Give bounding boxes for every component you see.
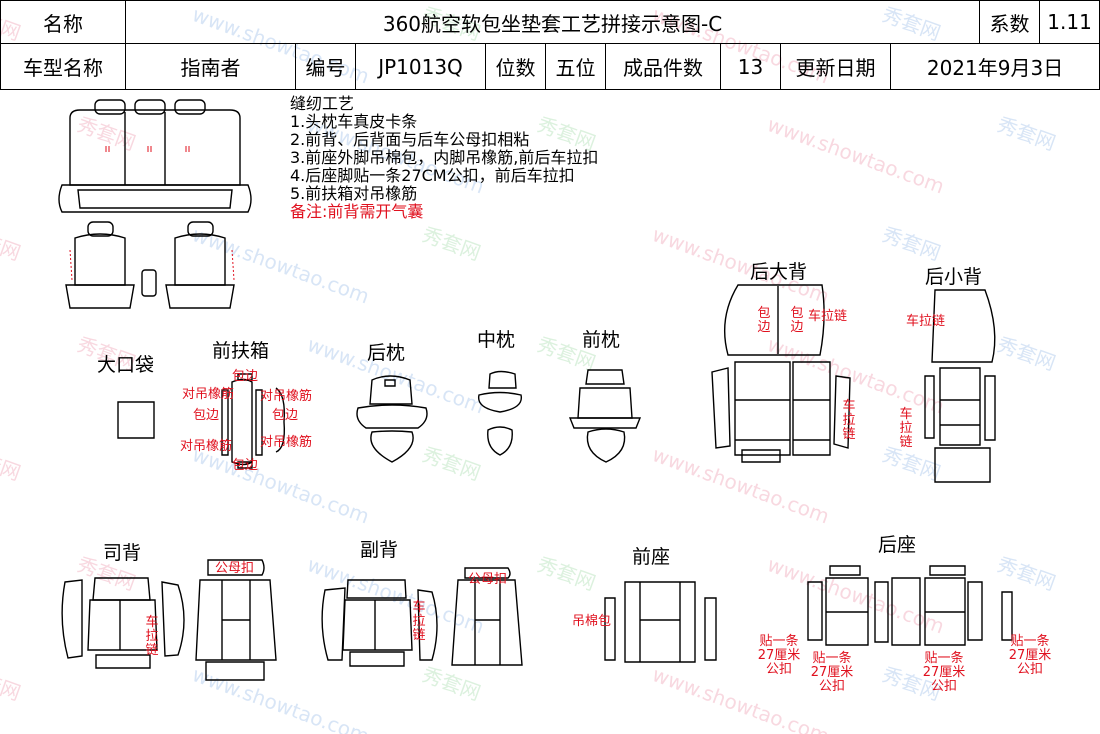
note-hang-elastic-4: 对吊橡筋: [260, 435, 313, 450]
date-label: 更新日期: [780, 43, 891, 90]
code-label: 编号: [295, 43, 356, 90]
note-edging-6: 包边: [790, 306, 804, 335]
note-zipper-2: 车拉链: [842, 399, 856, 442]
sewing-notes: 缝纫工艺 1.头枕车真皮卡条 2.前背、后背面与后车公母扣相粘 3.前座外脚吊棉…: [290, 95, 598, 221]
label-rear-small-back: 后小背: [925, 266, 983, 288]
seats-label: 位数: [485, 43, 546, 90]
front-headrest-pieces: [570, 370, 640, 462]
label-rear-big-back: 后大背: [750, 261, 808, 283]
note-cotton-bag: 吊棉包: [572, 614, 612, 629]
label-armrest: 前扶箱: [212, 340, 270, 362]
notes-item-2: 2.前背、后背面与后车公母扣相粘: [290, 130, 530, 149]
notes-remark: 备注:前背需开气囊: [290, 202, 424, 221]
note-hang-elastic-3: 对吊橡筋: [180, 439, 233, 454]
note-edging-5: 包边: [757, 306, 771, 335]
label-rear-seat: 后座: [878, 534, 917, 556]
note-edging-4: 包边: [232, 458, 259, 473]
note-zipper-1: 车拉链: [808, 309, 848, 324]
rear-small-back-pieces: [925, 290, 995, 482]
notes-item-4: 4.后座脚贴一条27CM公扣，前后车拉扣: [290, 166, 575, 185]
mid-headrest-pieces: [479, 372, 522, 456]
note-hang-elastic-2: 对吊橡筋: [260, 389, 313, 404]
date-value: 2021年9月3日: [889, 43, 1100, 90]
pieces-label: 成品件数: [605, 43, 721, 90]
notes-title: 缝纫工艺: [290, 94, 355, 113]
driver-back-pieces: [62, 578, 184, 668]
label-mid-headrest: 中枕: [477, 329, 516, 351]
note-edging-2: 包边: [193, 408, 220, 423]
note-edging-1: 包边: [232, 369, 259, 384]
notes-item-1: 1.头枕车真皮卡条: [290, 112, 418, 131]
pieces-value: 13: [720, 43, 781, 90]
driver-back-pieces-2: [196, 560, 276, 680]
rear-big-back-pieces: [712, 285, 850, 462]
note-zipper-6: 车拉链: [412, 600, 426, 643]
code-value: JP1013Q: [355, 43, 486, 90]
model-value: 指南者: [125, 43, 296, 90]
red-marks: [70, 146, 234, 280]
header-table: 名称 360航空软包坐垫套工艺拼接示意图-C 系数 1.11 车型名称 指南者 …: [0, 0, 1100, 90]
big-pocket-piece: [118, 402, 154, 438]
label-rear-headrest: 后枕: [367, 342, 406, 364]
front-seat-pieces: [605, 582, 716, 662]
label-front-headrest: 前枕: [582, 329, 621, 351]
note-zipper-3: 车拉链: [906, 314, 946, 329]
passenger-back-pieces-2: [452, 568, 522, 665]
label-big-pocket: 大口袋: [97, 354, 155, 376]
label-driver-back: 司背: [103, 542, 142, 564]
passenger-back-pieces: [322, 580, 437, 666]
label-passenger-back: 副背: [360, 539, 399, 561]
armrest-pieces: [222, 374, 284, 468]
note-zipper-5: 车拉链: [145, 615, 159, 658]
sheet-title: 360航空软包坐垫套工艺拼接示意图-C: [124, 0, 981, 44]
rear-seat-pieces: [808, 566, 1012, 645]
model-label: 车型名称: [0, 43, 126, 90]
label-front-seat: 前座: [632, 546, 671, 568]
note-male-buckle-2: 公母扣: [468, 572, 508, 587]
note-hang-elastic-1: 对吊橡筋: [182, 387, 235, 402]
seat-overview-drawing: [59, 100, 251, 308]
note-zipper-4: 车拉链: [899, 407, 913, 450]
coef-label: 系数: [979, 0, 1041, 44]
notes-item-3: 3.前座外脚吊棉包，内脚吊橡筋,前后车拉扣: [290, 148, 599, 167]
note-male-buckle-1: 公母扣: [215, 561, 255, 576]
seats-value: 五位: [545, 43, 606, 90]
note-edging-3: 包边: [272, 408, 299, 423]
notes-item-5: 5.前扶箱对吊橡筋: [290, 184, 418, 203]
rear-headrest-pieces: [357, 376, 427, 462]
